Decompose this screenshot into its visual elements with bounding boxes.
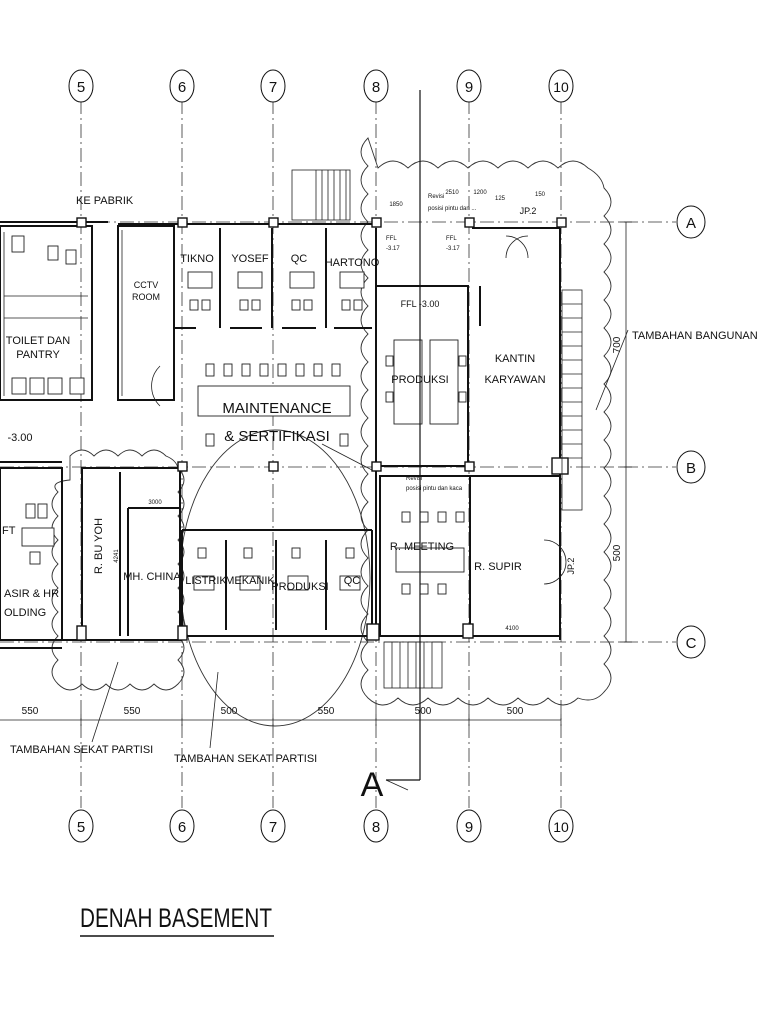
level-left: -3.00 bbox=[7, 432, 32, 444]
grid-bubbles-bottom: 5 6 7 8 9 10 bbox=[68, 809, 574, 843]
grid-label-top-9: 9 bbox=[465, 79, 473, 96]
grid-label-top-7: 7 bbox=[269, 79, 277, 96]
room-produksi-top: PRODUKSI bbox=[391, 374, 448, 386]
dim-bottom-6: 500 bbox=[507, 706, 524, 717]
stairs bbox=[291, 169, 583, 689]
room-cctv-line1: CCTV bbox=[134, 280, 159, 290]
dim-bottom-5: 500 bbox=[415, 706, 432, 717]
room-kantin-line1: KANTIN bbox=[495, 353, 535, 365]
note-sekat-partisi-2: TAMBAHAN SEKAT PARTISI bbox=[174, 753, 317, 765]
room-bu-yoh: R. BU YOH bbox=[93, 518, 105, 574]
grid-bubbles-top: 5 6 7 8 9 10 bbox=[68, 69, 574, 103]
dimension-lines bbox=[0, 221, 632, 726]
room-toilet-pantry-line2: PANTRY bbox=[16, 349, 60, 361]
room-qc-bottom: QC bbox=[344, 575, 361, 587]
room-ft: FT bbox=[2, 525, 16, 537]
grid-label-bottom-8: 8 bbox=[372, 819, 380, 836]
grid-bubbles-right: A B C bbox=[676, 205, 706, 659]
page-title: DENAH BASEMENT bbox=[80, 903, 272, 933]
revision-cloud-right bbox=[360, 137, 612, 706]
note-revisi-mid-line1: Revisi bbox=[406, 476, 422, 482]
room-maintenance-line2: & SERTIFIKASI bbox=[224, 428, 330, 445]
grid-label-bottom-9: 9 bbox=[465, 819, 473, 836]
room-china: MH. CHINA bbox=[123, 571, 181, 583]
drawing-title: DENAH BASEMENT bbox=[80, 903, 274, 937]
room-yosef: YOSEF bbox=[231, 253, 269, 265]
dim-bottom-2: 550 bbox=[124, 706, 141, 717]
note-revisi-mid-line2: posisi pintu dan kaca bbox=[406, 486, 463, 492]
dim-small-7: 4241 bbox=[114, 549, 120, 563]
grid-label-bottom-7: 7 bbox=[269, 819, 277, 836]
grid-label-bottom-5: 5 bbox=[77, 819, 85, 836]
note-tambahan-bangunan: TAMBAHAN BANGUNAN bbox=[632, 330, 758, 342]
dim-right-1: 700 bbox=[612, 336, 623, 353]
leader-lines bbox=[91, 329, 629, 749]
grid-label-a: A bbox=[686, 215, 696, 232]
note-ffl-small-b1: FFL bbox=[446, 236, 457, 242]
revision-cloud-left bbox=[51, 449, 185, 691]
annotations: KE PABRIK TAMBAHAN BANGUNAN TAMBAHAN SEK… bbox=[10, 194, 758, 804]
room-toilet-pantry-line1: TOILET DAN bbox=[6, 335, 70, 347]
walls bbox=[0, 221, 561, 649]
section-cut bbox=[385, 90, 421, 791]
dim-small-5: 150 bbox=[535, 192, 546, 198]
room-kantin-line2: KARYAWAN bbox=[484, 374, 545, 386]
room-listrik: LISTRIK bbox=[185, 575, 227, 587]
label-jp2-top: JP.2 bbox=[520, 206, 537, 216]
grid-label-top-5: 5 bbox=[77, 79, 85, 96]
grid-label-bottom-6: 6 bbox=[178, 819, 186, 836]
note-ke-pabrik: KE PABRIK bbox=[76, 195, 134, 207]
note-ffl-small-a2: -3.17 bbox=[386, 246, 400, 252]
dim-small-4: 125 bbox=[495, 196, 506, 202]
dim-small-3: 1200 bbox=[473, 190, 487, 196]
section-mark: A bbox=[361, 766, 384, 804]
room-tikno: TIKNO bbox=[180, 253, 214, 265]
room-supir: R. SUPIR bbox=[474, 561, 522, 573]
note-revisi-top-line1: Revisi bbox=[428, 194, 444, 200]
label-jp2-right: JP.2 bbox=[566, 558, 576, 575]
note-sekat-partisi-1: TAMBAHAN SEKAT PARTISI bbox=[10, 744, 153, 756]
grid-label-top-8: 8 bbox=[372, 79, 380, 96]
note-ffl-small-b2: -3.17 bbox=[446, 246, 460, 252]
dim-small-6: 3000 bbox=[148, 500, 162, 506]
room-meeting: R. MEETING bbox=[390, 541, 454, 553]
dim-bottom-4: 550 bbox=[318, 706, 335, 717]
room-cctv-line2: ROOM bbox=[132, 292, 160, 302]
dim-bottom-1: 550 bbox=[22, 706, 39, 717]
room-produksi-bottom: PRODUKSI bbox=[271, 581, 328, 593]
grid-label-bottom-10: 10 bbox=[553, 819, 569, 835]
note-ffl-small-a1: FFL bbox=[386, 236, 397, 242]
room-qc-top: QC bbox=[291, 253, 308, 265]
dim-small-8: 4100 bbox=[505, 626, 519, 632]
room-hartono: HARTONO bbox=[325, 257, 380, 269]
columns bbox=[76, 217, 569, 641]
grid-label-top-6: 6 bbox=[178, 79, 186, 96]
furniture bbox=[11, 235, 567, 595]
grid-label-top-10: 10 bbox=[553, 79, 569, 95]
grid-label-c: C bbox=[686, 635, 697, 652]
room-kasir-line2: OLDING bbox=[4, 607, 46, 619]
level-ffl-main: FFL -3.00 bbox=[401, 299, 440, 309]
note-revisi-top-line2: posisi pintu dan ... bbox=[428, 206, 477, 212]
dim-small-1: 1850 bbox=[389, 202, 403, 208]
room-labels: TOILET DAN PANTRY CCTV ROOM TIKNO YOSEF … bbox=[2, 206, 576, 619]
grid-label-b: B bbox=[686, 460, 696, 477]
dim-bottom-3: 500 bbox=[221, 706, 238, 717]
dim-right-2: 500 bbox=[612, 544, 623, 561]
room-kasir-line1: ASIR & HR bbox=[4, 588, 59, 600]
dim-small-2: 2510 bbox=[445, 190, 459, 196]
dimension-text: 550 550 500 550 500 500 700 500 1850 251… bbox=[22, 190, 623, 717]
room-maintenance-line1: MAINTENANCE bbox=[222, 400, 331, 417]
room-mekanik: MEKANIK bbox=[225, 575, 275, 587]
